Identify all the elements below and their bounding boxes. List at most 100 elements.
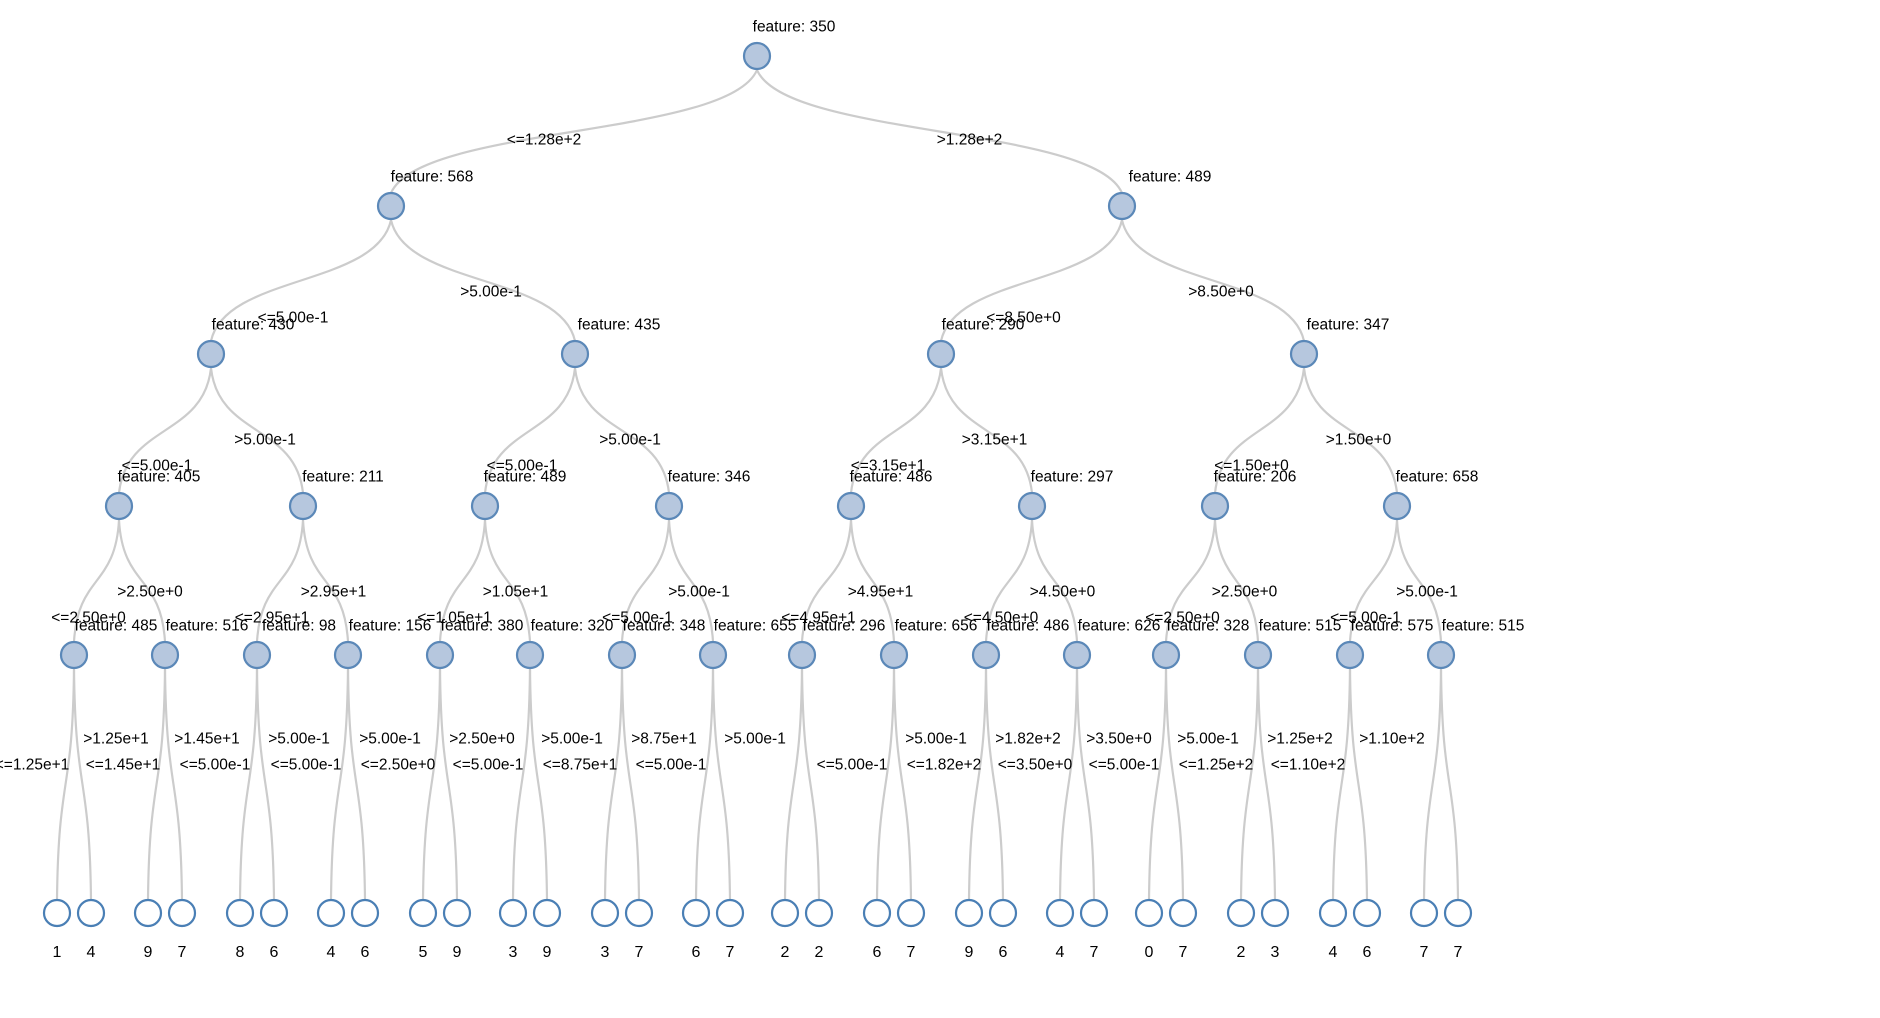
tree-leaf[interactable] <box>498 898 528 928</box>
tree-leaf[interactable] <box>1443 898 1473 928</box>
tree-node[interactable] <box>196 339 226 369</box>
tree-leaf[interactable] <box>1168 898 1198 928</box>
tree-node[interactable] <box>654 491 684 521</box>
tree-edge <box>1147 667 1168 902</box>
edge-label: <=2.95e+1 <box>234 609 310 627</box>
edge-label: >1.10e+2 <box>1359 730 1425 748</box>
tree-leaf[interactable] <box>1260 898 1290 928</box>
tree-leaf[interactable] <box>442 898 472 928</box>
tree-leaf[interactable] <box>1226 898 1256 928</box>
tree-node[interactable] <box>698 640 728 670</box>
tree-leaf[interactable] <box>259 898 289 928</box>
tree-edge <box>1256 667 1277 902</box>
tree-leaf[interactable] <box>770 898 800 928</box>
edge-label: <=1.25e+1 <box>0 756 70 774</box>
node-feature-label: feature: 486 <box>849 468 933 486</box>
tree-leaf[interactable] <box>1318 898 1348 928</box>
tree-node[interactable] <box>971 640 1001 670</box>
tree-node[interactable] <box>560 339 590 369</box>
node-feature-label: feature: 320 <box>530 617 614 635</box>
tree-leaf[interactable] <box>1409 898 1439 928</box>
leaf-class-label: 4 <box>86 944 96 961</box>
tree-node[interactable] <box>926 339 956 369</box>
tree-node[interactable] <box>333 640 363 670</box>
tree-node[interactable] <box>288 491 318 521</box>
edge-label: <=1.45e+1 <box>85 756 161 774</box>
node-feature-label: feature: 98 <box>261 617 337 635</box>
tree-node[interactable] <box>1382 491 1412 521</box>
edge-label: <=5.00e-1 <box>270 756 342 774</box>
edge-label: >1.25e+1 <box>83 730 149 748</box>
tree-leaf[interactable] <box>532 898 562 928</box>
tree-node[interactable] <box>470 491 500 521</box>
edge-label: <=8.50e+0 <box>986 309 1061 327</box>
node-feature-label: feature: 656 <box>894 617 978 635</box>
tree-node[interactable] <box>1200 491 1230 521</box>
tree-leaf[interactable] <box>988 898 1018 928</box>
tree-edge <box>939 218 1124 343</box>
tree-node[interactable] <box>425 640 455 670</box>
tree-leaf[interactable] <box>862 898 892 928</box>
tree-node[interactable] <box>836 491 866 521</box>
tree-node[interactable] <box>787 640 817 670</box>
tree-edge <box>209 366 305 495</box>
leaf-class-label: 7 <box>1178 944 1188 961</box>
node-feature-label: feature: 211 <box>302 468 384 486</box>
tree-leaf[interactable] <box>681 898 711 928</box>
leaf-class-label: 6 <box>1362 944 1372 961</box>
tree-node[interactable] <box>1289 339 1319 369</box>
tree-leaf[interactable] <box>42 898 72 928</box>
tree-leaf[interactable] <box>804 898 834 928</box>
tree-leaf[interactable] <box>590 898 620 928</box>
tree-leaf[interactable] <box>408 898 438 928</box>
tree-leaf[interactable] <box>624 898 654 928</box>
tree-node[interactable] <box>1107 191 1137 221</box>
tree-leaf[interactable] <box>133 898 163 928</box>
tree-node[interactable] <box>1243 640 1273 670</box>
tree-node[interactable] <box>1017 491 1047 521</box>
tree-node[interactable] <box>1335 640 1365 670</box>
tree-node[interactable] <box>150 640 180 670</box>
tree-leaf[interactable] <box>76 898 106 928</box>
node-feature-label: feature: 348 <box>622 617 706 635</box>
edge-label: >5.00e-1 <box>234 431 296 449</box>
tree-leaf[interactable] <box>1045 898 1075 928</box>
tree-leaf[interactable] <box>1079 898 1109 928</box>
tree-edge <box>1164 667 1185 902</box>
tree-edge <box>1348 667 1369 902</box>
tree-node[interactable] <box>242 640 272 670</box>
tree-node[interactable] <box>607 640 637 670</box>
edge-label: <=2.50e+0 <box>51 609 126 627</box>
edge-label: <=5.00e-1 <box>121 457 193 475</box>
tree-edge <box>1239 667 1260 902</box>
tree-node[interactable] <box>879 640 909 670</box>
tree-leaf[interactable] <box>896 898 926 928</box>
tree-node[interactable] <box>104 491 134 521</box>
edge-label: >3.15e+1 <box>961 431 1028 449</box>
tree-node[interactable] <box>515 640 545 670</box>
tree-edge <box>620 518 671 644</box>
tree-node[interactable] <box>1062 640 1092 670</box>
tree-node[interactable] <box>1426 640 1456 670</box>
tree-node[interactable] <box>1151 640 1181 670</box>
tree-leaf[interactable] <box>715 898 745 928</box>
edge-label: >4.50e+0 <box>1029 583 1096 601</box>
tree-leaf[interactable] <box>1134 898 1164 928</box>
tree-leaf[interactable] <box>225 898 255 928</box>
tree-leaf[interactable] <box>167 898 197 928</box>
tree-edge <box>255 518 305 644</box>
tree-leaf[interactable] <box>1352 898 1382 928</box>
leaf-class-label: 6 <box>872 944 882 961</box>
tree-edge <box>875 667 896 902</box>
tree-leaf[interactable] <box>954 898 984 928</box>
leaf-class-label: 7 <box>1419 944 1429 961</box>
node-feature-label: feature: 489 <box>1128 168 1212 186</box>
leaf-class-label: 3 <box>1270 944 1280 961</box>
tree-node[interactable] <box>742 41 772 71</box>
tree-node[interactable] <box>59 640 89 670</box>
edge-label: >5.00e-1 <box>460 283 522 301</box>
tree-edge <box>984 518 1034 644</box>
tree-node[interactable] <box>376 191 406 221</box>
tree-leaf[interactable] <box>316 898 346 928</box>
tree-leaf[interactable] <box>350 898 380 928</box>
